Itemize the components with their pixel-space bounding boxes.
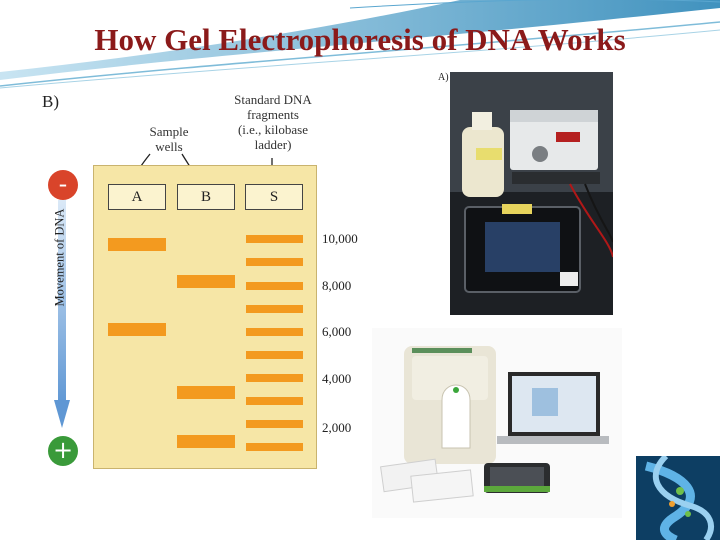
size-label-4000: 4,000 [322,371,352,386]
electrophoresis-apparatus-photo [450,72,613,315]
ladder-band [246,328,303,336]
ladder-band [246,305,303,313]
ladder-band [246,258,303,266]
size-label-6000: 6,000 [322,324,352,339]
size-label-8000: 8,000 [322,278,352,293]
ladder-line-4: ladder) [254,137,292,152]
movement-arrow-icon [54,200,70,428]
well-a: A [108,184,166,210]
negative-electrode-icon: - [48,170,78,200]
sample-wells-line-1: Sample [149,124,189,139]
ladder-band [246,420,303,428]
ladder-band [246,235,303,243]
well-b: B [177,184,235,210]
size-label-10000: 10,000 [322,231,358,246]
ladder-label: Standard DNA fragments (i.e., kilobase l… [218,92,328,152]
ladder-band [246,443,303,451]
band-a-2 [108,323,166,336]
gel-imaging-system-photo [372,328,622,518]
band-b-2 [177,386,235,399]
band-a-1 [108,238,166,251]
slide-title: How Gel Electrophoresis of DNA Works [94,22,626,57]
ladder-line-2: fragments [247,107,299,122]
ladder-band [246,374,303,382]
positive-electrode-icon: + [48,436,78,466]
well-s: S [245,184,303,210]
panel-label-b: B) [42,92,59,111]
size-label-2000: 2,000 [322,420,352,435]
header-swoosh-decoration [0,0,720,89]
movement-of-dna-label: Movement of DNA [52,208,67,307]
ladder-line-3: (i.e., kilobase [237,122,309,137]
panel-label-a: A) [438,72,449,83]
ladder-band [246,351,303,359]
agarose-gel [93,165,317,469]
sample-wells-line-2: wells [155,139,183,154]
dna-helix-thumbnail [636,456,720,540]
band-b-3 [177,435,235,448]
ladder-band [246,282,303,290]
ladder-line-1: Standard DNA [234,92,312,107]
ladder-band [246,397,303,405]
band-b-1 [177,275,235,288]
sample-wells-label: Sample wells [138,124,200,154]
